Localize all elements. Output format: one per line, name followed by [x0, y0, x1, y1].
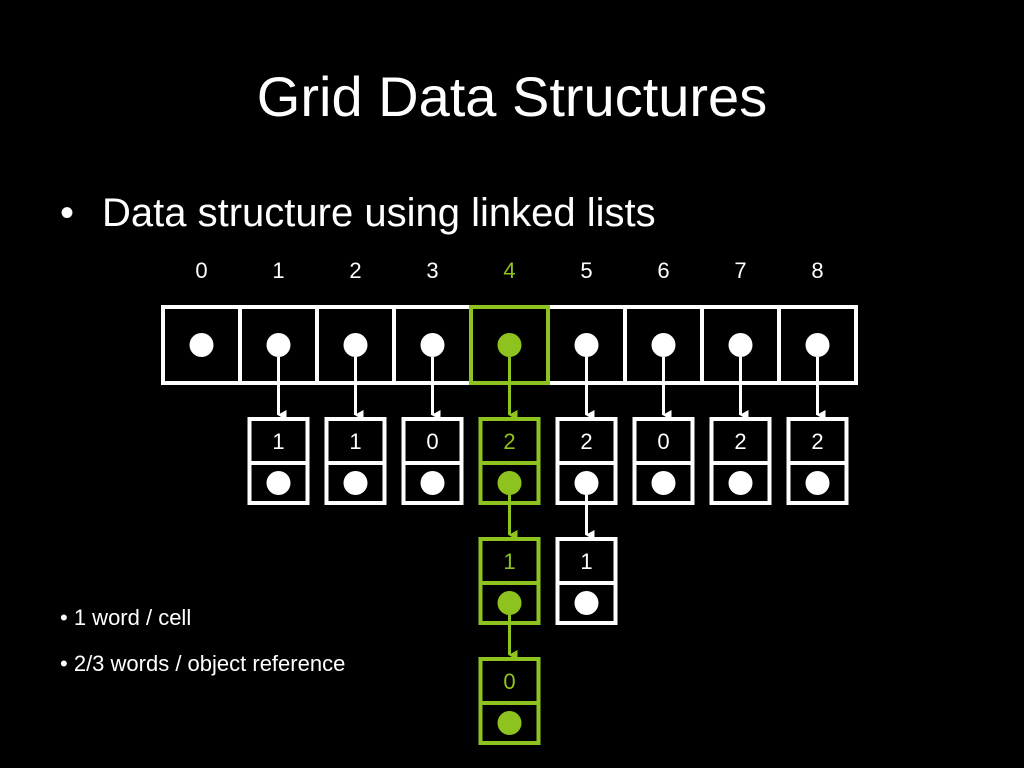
list-node-next-dot	[574, 471, 599, 495]
grid-cell-pointer-dot	[574, 333, 599, 357]
grid-index-label: 3	[426, 258, 438, 283]
list-node-value: 0	[426, 429, 438, 454]
list-node-next-dot	[420, 471, 445, 495]
grid-index-label: 4	[503, 258, 515, 283]
sub-bullet-cell-size: • 1 word / cell	[60, 604, 191, 632]
list-node-value: 0	[657, 429, 669, 454]
list-node-next-dot	[266, 471, 291, 495]
list-node-next-dot	[343, 471, 368, 495]
sub-bullet-object-reference: • 2/3 words / object reference	[60, 650, 345, 678]
list-node-value: 0	[503, 669, 515, 694]
grid-index-label: 1	[272, 258, 284, 283]
list-node-value: 1	[272, 429, 284, 454]
sub-bullet-dot: •	[60, 605, 74, 630]
list-node-next-dot	[651, 471, 676, 495]
grid-cell-pointer-dot	[266, 333, 291, 357]
list-node-value: 1	[349, 429, 361, 454]
grid-index-label: 2	[349, 258, 361, 283]
list-node-next-dot	[805, 471, 830, 495]
list-node-value: 1	[503, 549, 515, 574]
grid-index-label: 8	[811, 258, 823, 283]
grid-index-label: 7	[734, 258, 746, 283]
sub-bullet-text: 1 word / cell	[73, 605, 192, 630]
sub-bullet-dot: •	[60, 651, 74, 676]
list-node-next-dot	[497, 591, 522, 615]
grid-cell-pointer-dot	[651, 333, 676, 357]
slide-title: Grid Data Structures	[256, 65, 768, 128]
grid-index-label: 6	[657, 258, 669, 283]
grid-cell-pointer-dot	[497, 333, 522, 357]
grid-cell-pointer-dot	[343, 333, 368, 357]
bullet-dot: •	[60, 191, 75, 235]
grid-cell-pointer-dot	[805, 333, 830, 357]
list-node-next-dot	[497, 711, 522, 735]
main-bullet-text: Data structure using linked lists	[102, 191, 656, 235]
list-node-value: 1	[580, 549, 592, 574]
grid-cell-pointer-dot	[189, 333, 214, 357]
grid-cell-pointer-dot	[728, 333, 753, 357]
list-node-next-dot	[728, 471, 753, 495]
list-node-value: 2	[811, 429, 823, 454]
grid-cell-pointer-dot	[420, 333, 445, 357]
grid-index-label: 5	[580, 258, 592, 283]
list-node-value: 2	[734, 429, 746, 454]
list-node-value: 2	[503, 429, 515, 454]
sub-bullet-text: 2/3 words / object reference	[73, 651, 346, 676]
list-node-next-dot	[497, 471, 522, 495]
grid-index-label: 0	[195, 258, 207, 283]
main-bullet: • Data structure using linked lists	[60, 188, 656, 238]
list-node-value: 2	[580, 429, 592, 454]
list-node-next-dot	[574, 591, 599, 615]
